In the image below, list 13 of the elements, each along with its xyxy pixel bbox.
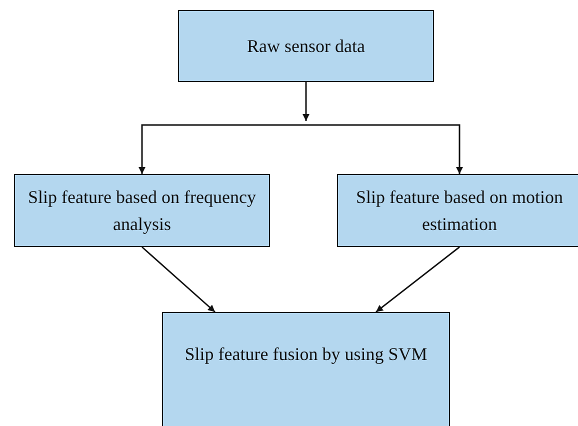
arrow bbox=[306, 124, 463, 174]
process-box bbox=[162, 312, 450, 426]
box-label: Slip feature fusion by using SVM bbox=[184, 342, 428, 366]
process-box bbox=[178, 10, 434, 82]
process-box bbox=[14, 174, 270, 247]
arrow bbox=[376, 246, 460, 313]
box-label: Slip feature based on frequency analysis bbox=[27, 186, 257, 236]
arrow bbox=[142, 246, 216, 313]
box-label: Slip feature based on motion estimation bbox=[355, 186, 564, 236]
arrow bbox=[138, 124, 306, 174]
arrow bbox=[302, 82, 310, 121]
box-label: Raw sensor data bbox=[247, 34, 365, 58]
process-box bbox=[337, 174, 578, 247]
